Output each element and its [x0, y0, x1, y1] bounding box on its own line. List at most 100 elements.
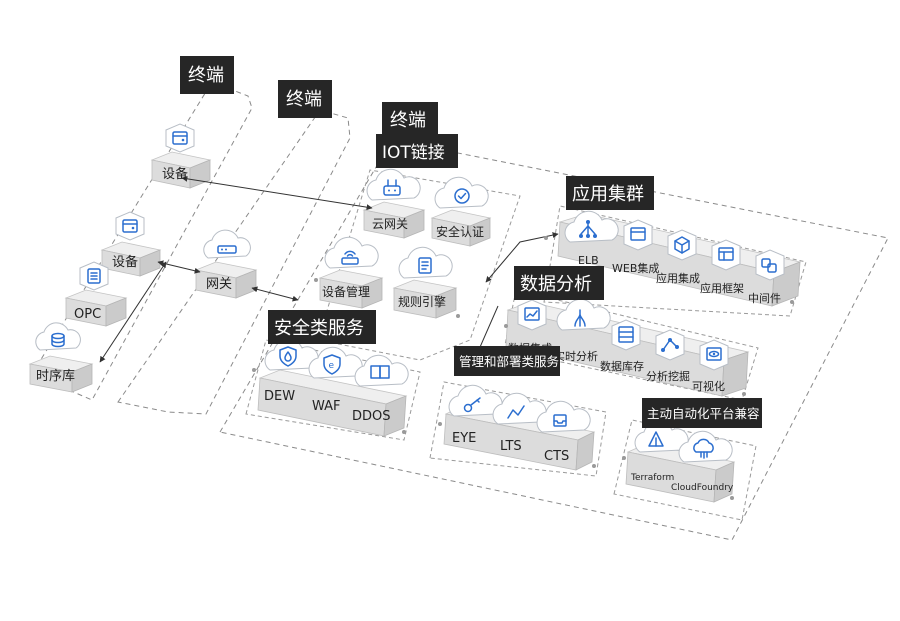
app-cluster-items: ELB WEB集成 应用集成 应用框架 — [564, 210, 785, 305]
middleware-node: 中间件 — [748, 249, 785, 305]
device-node: 设备 — [112, 211, 145, 270]
arrow-device-gateway — [157, 260, 201, 274]
opc-node: OPC — [74, 261, 109, 322]
device-top-node: 设备 — [162, 123, 195, 182]
cloudfoundry-icon — [693, 438, 714, 459]
lts-label: LTS — [500, 439, 522, 454]
data-storage-node: 数据库存 — [600, 319, 644, 373]
database-icon — [51, 332, 65, 348]
elb-label: ELB — [578, 254, 599, 267]
trend-line-icon — [507, 405, 525, 419]
terminal-label-2-text: 终端 — [286, 89, 322, 110]
stream-icon — [574, 309, 586, 327]
cloudfoundry-label: CloudFoundry — [671, 483, 734, 493]
visualization-node: 可视化 — [692, 339, 729, 393]
iot-title: IOT链接 — [376, 134, 458, 168]
svg-text:e: e — [329, 361, 335, 371]
terminal-label-1-text: 终端 — [188, 65, 224, 86]
arrow-device-cloudgateway — [181, 175, 373, 211]
data-storage-label: 数据库存 — [600, 359, 644, 373]
rule-engine-node: 规则引擎 — [398, 246, 453, 309]
gateway-node: 网关 — [203, 229, 251, 292]
auto-platform-items: Terraform CloudFoundry — [630, 420, 734, 493]
realtime-analysis-node: 实时分析 — [554, 298, 611, 363]
tray-icon — [553, 414, 567, 427]
arrow-gateway-security — [251, 286, 299, 302]
eye-label: EYE — [452, 431, 476, 446]
framework-icon — [718, 247, 734, 261]
auto-platform-title-text: 主动自动化平台兼容 — [647, 406, 760, 421]
device-top-label: 设备 — [162, 166, 188, 182]
arrow-left-vertical — [99, 261, 167, 363]
iot-title-text: IOT链接 — [382, 143, 445, 163]
shield-book-icon — [370, 365, 390, 379]
cloudfoundry-node: CloudFoundry — [671, 430, 734, 493]
security-auth-label: 安全认证 — [436, 224, 484, 239]
gateway-label: 网关 — [206, 277, 232, 292]
load-balancer-icon — [579, 220, 597, 238]
document-icon — [87, 268, 101, 284]
middleware-label: 中间件 — [748, 292, 781, 305]
storage-icon — [618, 326, 634, 343]
shield-e-icon: e — [323, 354, 341, 375]
tsdb-label: 时序库 — [36, 368, 75, 384]
terraform-icon — [648, 431, 664, 447]
rules-document-icon — [418, 257, 432, 274]
opc-label: OPC — [74, 307, 101, 322]
app-framework-node: 应用框架 — [700, 239, 744, 295]
terminal-zone-1 — [31, 81, 253, 401]
shield-drop-icon — [279, 346, 297, 367]
data-analysis-panel — [503, 289, 759, 401]
security-title-text: 安全类服务 — [274, 318, 364, 339]
data-analysis-title-text: 数据分析 — [520, 274, 592, 295]
dew-label: DEW — [264, 389, 295, 404]
app-cluster-title-text: 应用集群 — [572, 184, 644, 205]
security-services: DEW e WAF DDOS — [264, 338, 409, 424]
mgmt-panel — [429, 381, 607, 477]
terminal-label-3-text: 终端 — [390, 110, 426, 131]
data-analysis-title: 数据分析 — [514, 266, 604, 300]
analysis-mining-label: 分析挖掘 — [646, 369, 690, 383]
security-auth-node: 安全认证 — [434, 176, 489, 239]
mgmt-title-text: 管理和部署类服务 — [459, 354, 559, 369]
middleware-icon — [761, 258, 777, 273]
waf-label: WAF — [312, 399, 341, 414]
auto-platform-title: 主动自动化平台兼容 — [642, 398, 762, 428]
cube-icon — [674, 236, 690, 254]
key-icon — [463, 397, 481, 413]
corner-dots — [252, 236, 794, 500]
terminal-label-1: 终端 — [180, 56, 234, 94]
mgmt-items: EYE LTS CTS — [448, 384, 591, 464]
web-integration-node: WEB集成 — [612, 219, 659, 275]
security-panel — [245, 339, 421, 441]
realtime-analysis-label: 实时分析 — [554, 349, 598, 363]
device-mgmt-node: 设备管理 — [322, 236, 379, 299]
cts-node: CTS — [536, 400, 591, 464]
app-integration-label: 应用集成 — [656, 271, 700, 285]
ddos-label: DDOS — [352, 409, 391, 424]
antenna-router-icon — [383, 179, 401, 196]
terraform-label: Terraform — [630, 473, 674, 483]
analysis-mining-node: 分析挖掘 — [646, 329, 690, 383]
cloud-gateway-label: 云网关 — [372, 217, 408, 231]
app-framework-label: 应用框架 — [700, 281, 744, 295]
rule-engine-label: 规则引擎 — [398, 294, 446, 309]
auto-platform-panel — [613, 419, 757, 521]
tsdb-node: 时序库 — [35, 322, 81, 384]
window-icon — [630, 227, 646, 241]
terminal-label-2: 终端 — [278, 80, 332, 118]
eye-screen-icon — [706, 347, 722, 361]
section-labels: 终端 终端 终端 IOT链接 应用集群 数据分析 安全类服务 管理和部署类服务 — [180, 56, 762, 428]
check-circle-icon — [454, 188, 470, 204]
device-mgmt-label: 设备管理 — [322, 284, 370, 299]
terminal-zone-3 — [219, 139, 889, 541]
ddos-node: DDOS — [352, 354, 409, 424]
router-icon — [217, 245, 237, 254]
app-cluster-title: 应用集群 — [566, 176, 654, 210]
cloud-gateway-node: 云网关 — [366, 168, 421, 231]
elb-node: ELB — [564, 210, 619, 267]
mgmt-title: 管理和部署类服务 — [454, 346, 560, 376]
device-icon — [172, 131, 188, 145]
device-icon — [122, 219, 138, 233]
